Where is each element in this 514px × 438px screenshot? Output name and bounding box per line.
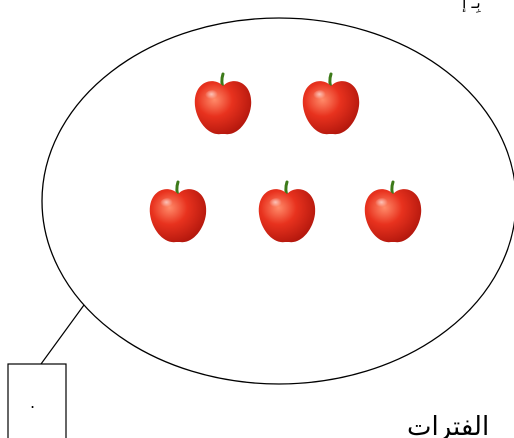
header-text-fragment: ﺑِـ ﺇ — [462, 0, 482, 14]
apple-icon — [303, 74, 359, 134]
answer-box-dot: . — [30, 393, 35, 412]
answer-box[interactable] — [8, 364, 66, 438]
apple-icon — [365, 182, 421, 242]
connector-line — [41, 305, 84, 364]
apple-icon — [150, 182, 206, 242]
apple-icon — [259, 182, 315, 242]
apples-group — [150, 74, 421, 242]
bottom-label: ﺍﻟﻔﺘﺮﺍﺕ — [407, 412, 489, 438]
apple-icon — [195, 74, 251, 134]
